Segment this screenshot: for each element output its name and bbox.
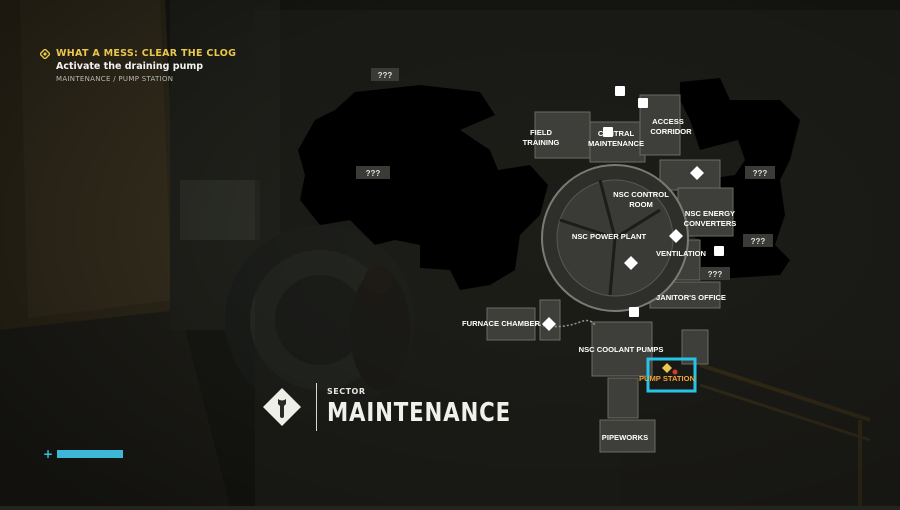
door-marker[interactable] [638, 98, 648, 108]
room-furnace-chamber [486, 307, 536, 341]
room-label-nsc-energy-converters: NSC ENERGY [685, 209, 735, 218]
unknown-label: ??? [708, 270, 723, 279]
unknown-tags: ??? ??? ??? ??? ??? [356, 68, 775, 280]
control-point-marker[interactable] [669, 229, 683, 243]
door-marker[interactable] [629, 307, 639, 317]
unknown-label: ??? [753, 169, 768, 178]
mission-objective: Activate the draining pump [56, 61, 204, 72]
objective-highlight-box [646, 357, 697, 393]
mission-title: WHAT A MESS: CLEAR THE CLOG [56, 48, 237, 59]
sector-name: MAINTENANCE [327, 397, 512, 428]
room-label-pump-station: PUMP STATION [639, 374, 695, 383]
room-label-access-corridor: ACCESS [652, 117, 684, 126]
unknown-tag [743, 234, 773, 247]
room-label-nsc-control-room: NSC CONTROL [613, 190, 669, 199]
pipe-link [534, 319, 596, 328]
door-marker[interactable] [615, 86, 625, 96]
mission-location: MAINTENANCE / PUMP STATION [56, 75, 174, 83]
room-label-nsc-energy-converters: CONVERTERS [684, 219, 737, 228]
mission-tracker: WHAT A MESS: CLEAR THE CLOG Activate the… [40, 48, 236, 83]
unknown-tag [700, 267, 730, 280]
health-plus-icon: + [43, 447, 54, 461]
room-label-janitors-office: JANITOR'S OFFICE [656, 293, 726, 302]
corridor-south [607, 377, 639, 419]
door-marker[interactable] [603, 127, 613, 137]
wrench-icon [263, 388, 301, 426]
control-point-marker[interactable] [542, 317, 556, 331]
control-point-marker[interactable] [690, 166, 704, 180]
control-point-marker[interactable] [624, 256, 638, 270]
unknown-tag [371, 68, 399, 81]
sector-divider [316, 383, 317, 431]
unknown-tag [745, 166, 775, 179]
unknown-label: ??? [751, 237, 766, 246]
map-markers [542, 86, 724, 331]
room-control-annex [659, 159, 721, 191]
room-label-field-training: FIELD [530, 128, 552, 137]
room-label-pipeworks: PIPEWORKS [602, 433, 648, 442]
room-pipeworks [599, 419, 656, 453]
room-label-central-maintenance: MAINTENANCE [588, 139, 644, 148]
mission-diamond-icon [40, 48, 50, 59]
room-nsc-coolant-pumps [591, 321, 653, 377]
sector-banner: SECTOR MAINTENANCE [262, 383, 551, 431]
room-label-furnace-chamber: FURNACE CHAMBER [462, 319, 541, 328]
unknown-label: ??? [378, 71, 393, 80]
room-label-access-corridor: CORRIDOR [650, 127, 692, 136]
room-labels: FIELD TRAINING CENTRAL MAINTENANCE ACCES… [462, 117, 736, 442]
room-label-nsc-coolant-pumps: NSC COOLANT PUMPS [579, 345, 664, 354]
power-plant-spokes [559, 179, 661, 296]
player-location-icon [672, 369, 678, 375]
health-fill [57, 450, 124, 458]
sector-label: SECTOR [327, 386, 366, 396]
health-bar: + [43, 447, 124, 461]
unknown-label: ??? [366, 169, 381, 178]
room-label-nsc-control-room: ROOM [629, 200, 653, 209]
door-marker[interactable] [714, 246, 724, 256]
room-field-training [534, 111, 591, 159]
pump-station-objective[interactable]: PUMP STATION [639, 357, 697, 393]
objective-diamond-icon [662, 363, 672, 373]
room-label-central-maintenance: CENTRAL [598, 129, 635, 138]
room-label-field-training: TRAINING [523, 138, 560, 147]
room-label-nsc-power-plant: NSC POWER PLANT [572, 232, 647, 241]
unknown-tag [356, 166, 390, 179]
room-label-ventilation: VENTILATION [656, 249, 706, 258]
